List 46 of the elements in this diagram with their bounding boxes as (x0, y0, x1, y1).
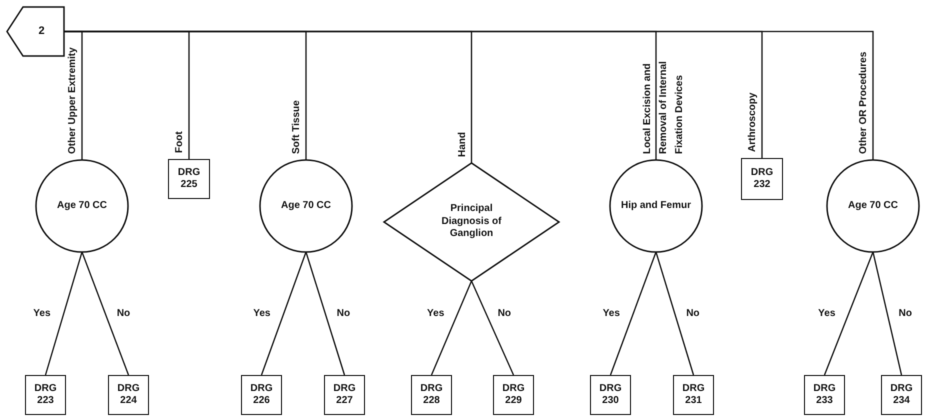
connector-line (81, 252, 130, 376)
outcome-box: DRG 228 (411, 375, 452, 415)
outcome-box: DRG 227 (324, 375, 365, 415)
edge-label: Yes (602, 308, 621, 319)
decision-circle: Age 70 CC (36, 160, 128, 252)
connector-line (44, 252, 83, 376)
decision-diamond: Principal Diagnosis of Ganglion (384, 163, 559, 281)
outcome-box: DRG 232 (741, 158, 783, 200)
connector-line (64, 30, 874, 160)
connector-line (655, 252, 694, 376)
outcome-box: DRG 233 (804, 375, 845, 415)
edge-label: Arthroscopy (746, 92, 759, 152)
connector-line (260, 252, 307, 376)
edge-label: Local Excision and Removal of Internal Fixation Devices (641, 60, 686, 154)
decision-circle: Age 70 CC (827, 160, 919, 252)
edge-label: Foot (173, 130, 186, 153)
outcome-box: DRG 223 (25, 375, 66, 415)
edge-label: Soft Tissue (290, 99, 303, 154)
edge-label: No (116, 308, 132, 319)
connector-line (430, 280, 472, 376)
outcome-box: DRG 226 (241, 375, 282, 415)
outcome-box: DRG 229 (493, 375, 534, 415)
edge-label: No (496, 308, 512, 319)
connector-line (610, 252, 657, 376)
decision-circle: Age 70 CC (260, 160, 352, 252)
edge-label: Yes (32, 308, 52, 319)
outcome-box: DRG 224 (108, 375, 149, 415)
edge-label: Other Upper Extremity (66, 46, 79, 154)
outcome-box: DRG 234 (881, 375, 922, 415)
connector-line (824, 252, 874, 376)
connector-line (470, 280, 514, 376)
edge-label: Other OR Procedures (857, 50, 870, 154)
outcome-box: DRG 225 (168, 159, 210, 199)
off-page-connector: 2 (7, 7, 64, 56)
edge-label: No (898, 308, 913, 319)
edge-label: Yes (817, 308, 836, 319)
outcome-box: DRG 230 (590, 375, 631, 415)
edge-label: Yes (426, 308, 446, 319)
edge-label: No (685, 308, 701, 319)
connector-line (305, 252, 346, 376)
edge-label: No (336, 308, 352, 319)
decision-circle: Hip and Femur (610, 160, 702, 252)
edge-label: Hand (456, 131, 468, 157)
edge-label: Yes (252, 308, 272, 319)
outcome-box: DRG 231 (673, 375, 714, 415)
connector-line (872, 252, 902, 376)
